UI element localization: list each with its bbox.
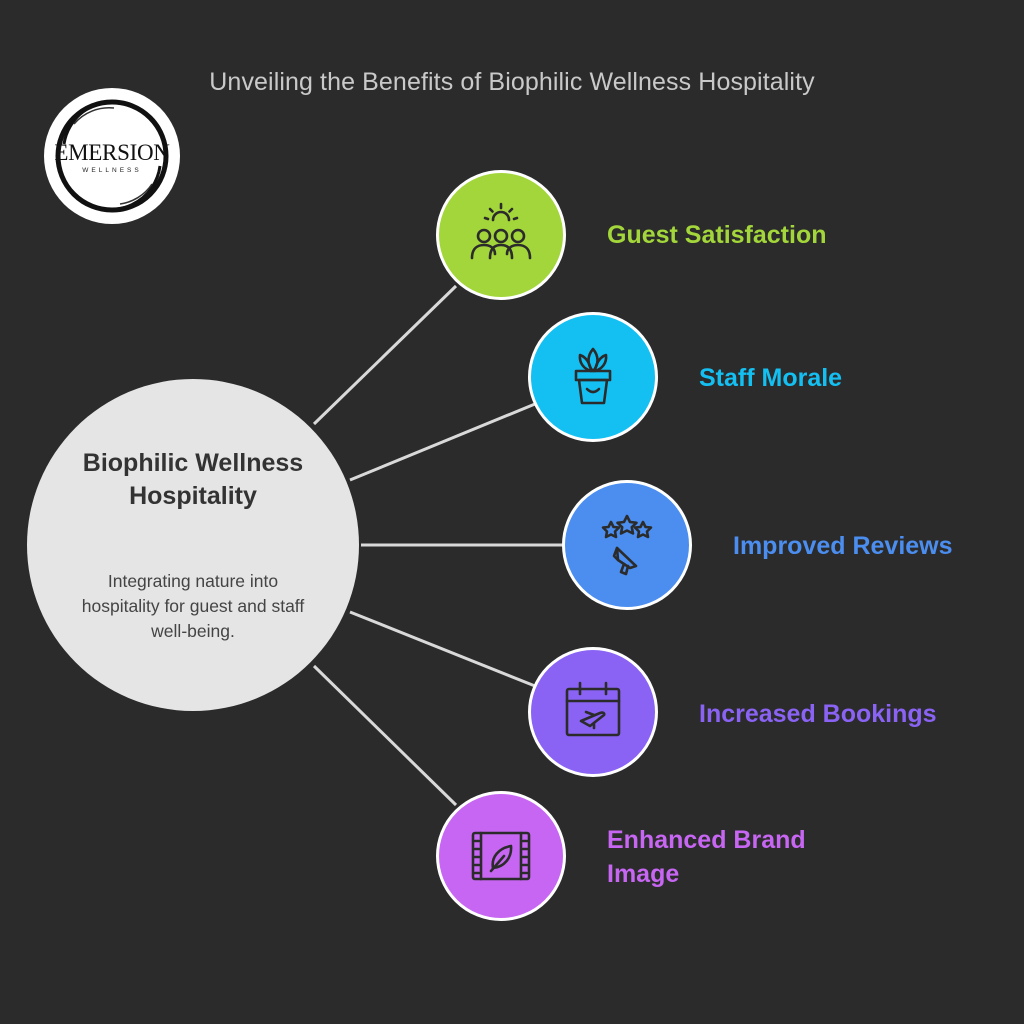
node-enhanced-brand-image: [436, 791, 566, 921]
label-guest-satisfaction: Guest Satisfaction: [607, 221, 827, 249]
stars-megaphone-icon: [601, 514, 653, 576]
hub-description: Integrating nature into hospitality for …: [81, 571, 305, 641]
page-title: Unveiling the Benefits of Biophilic Well…: [209, 68, 815, 96]
connector-increased-bookings: [349, 610, 536, 688]
leaf-film-frame-icon: [471, 831, 531, 881]
hub-title: Biophilic Wellness Hospitality: [82, 449, 304, 510]
calendar-plane-icon: [565, 681, 621, 737]
people-group-icon: [470, 202, 532, 260]
emersion-logo: EMERSION WELLNESS: [44, 88, 180, 224]
logo-name: EMERSION: [54, 140, 170, 165]
connector-guest-satisfaction: [312, 284, 458, 426]
logo-tagline: WELLNESS: [82, 167, 142, 174]
label-improved-reviews: Improved Reviews: [733, 532, 953, 560]
label-increased-bookings: Increased Bookings: [699, 700, 937, 728]
node-improved-reviews: [562, 480, 692, 610]
logo-ring-icon: [55, 99, 169, 213]
potted-plant-smile-icon: [574, 347, 612, 405]
label-enhanced-brand-image: Enhanced Brand Image: [607, 826, 806, 888]
node-staff-morale: [528, 312, 658, 442]
node-increased-bookings: [528, 647, 658, 777]
hub-circle: Biophilic Wellness Hospitality Integrati…: [27, 379, 359, 711]
connector-enhanced-brand: [312, 664, 458, 807]
connector-staff-morale: [349, 402, 536, 482]
node-guest-satisfaction: [436, 170, 566, 300]
label-staff-morale: Staff Morale: [699, 364, 843, 392]
